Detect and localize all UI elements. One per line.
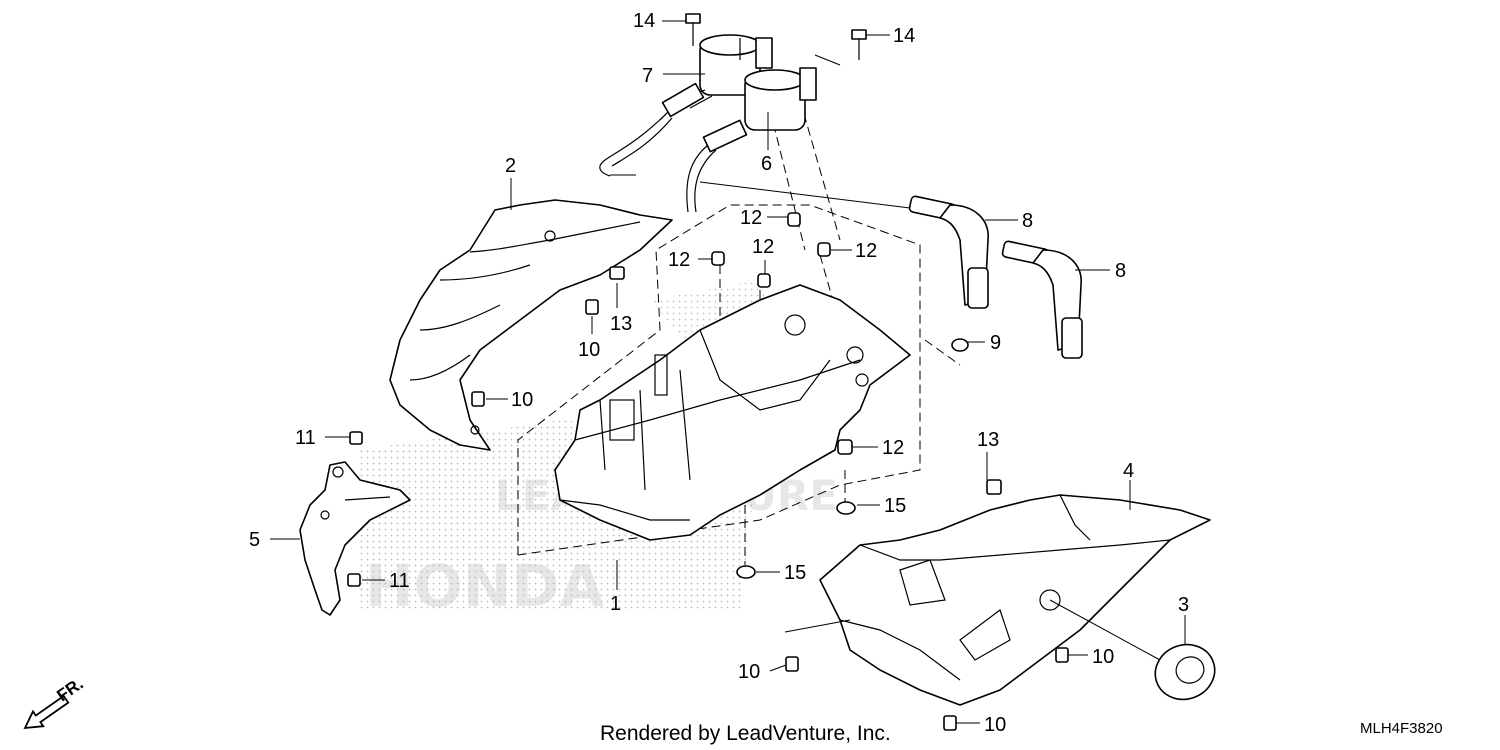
spark-plug-cap-8-upper[interactable] xyxy=(908,195,989,309)
grommet-15-b[interactable] xyxy=(736,565,756,579)
callout-3[interactable]: 3 xyxy=(1178,594,1189,616)
callout-13-lower[interactable]: 13 xyxy=(977,429,999,451)
callout-8-upper[interactable]: 8 xyxy=(1022,210,1033,232)
rubber-grommet-3[interactable] xyxy=(1148,636,1223,707)
clip-10-a[interactable] xyxy=(585,299,599,315)
callout-10-c[interactable]: 10 xyxy=(738,661,760,683)
front-direction-indicator: FR. xyxy=(23,674,87,730)
bolt-13-lower[interactable] xyxy=(986,479,1002,495)
grommet-12-c[interactable] xyxy=(817,242,831,257)
callout-9[interactable]: 9 xyxy=(990,332,1001,354)
callout-5[interactable]: 5 xyxy=(249,529,260,551)
clip-10-b[interactable] xyxy=(471,391,485,407)
callout-7[interactable]: 7 xyxy=(642,65,653,87)
spark-plug-cap-8-lower[interactable] xyxy=(1001,240,1083,359)
callout-4[interactable]: 4 xyxy=(1123,460,1134,482)
front-arrow-icon xyxy=(23,694,70,730)
grommet-12-a[interactable] xyxy=(787,212,801,227)
under-cowl-4[interactable] xyxy=(819,494,1211,706)
clip-10-c[interactable] xyxy=(785,656,799,672)
callouts: 14 14 7 6 2 8 8 12 12 12 12 12 13 13 10 … xyxy=(249,10,1189,736)
callout-8-lower[interactable]: 8 xyxy=(1115,260,1126,282)
callout-12-lower[interactable]: 12 xyxy=(882,437,904,459)
callout-14-left[interactable]: 14 xyxy=(633,10,655,32)
callout-15-lower[interactable]: 15 xyxy=(784,562,806,584)
ignition-coil-6[interactable] xyxy=(686,67,817,213)
callout-1[interactable]: 1 xyxy=(610,593,621,615)
callout-12-left[interactable]: 12 xyxy=(668,249,690,271)
callout-13-upper[interactable]: 13 xyxy=(610,313,632,335)
grommet-12-d[interactable] xyxy=(757,273,771,288)
grommet-12-e[interactable] xyxy=(837,439,853,455)
callout-11-lower[interactable]: 11 xyxy=(389,570,410,592)
screw-11-upper[interactable] xyxy=(349,431,363,445)
screw-11-lower[interactable] xyxy=(347,573,361,587)
bolt-14-left[interactable] xyxy=(685,13,701,46)
callout-15-upper[interactable]: 15 xyxy=(884,495,906,517)
tray-1[interactable] xyxy=(554,284,911,541)
render-credit: Rendered by LeadVenture, Inc. xyxy=(600,722,891,745)
callout-12-mid[interactable]: 12 xyxy=(752,236,774,258)
bolt-13-upper[interactable] xyxy=(609,266,625,280)
callout-2[interactable]: 2 xyxy=(505,155,516,177)
side-cover-2[interactable] xyxy=(389,199,673,451)
callout-10-a[interactable]: 10 xyxy=(578,339,600,361)
diagram-code: MLH4F3820 xyxy=(1360,720,1443,737)
callout-12-right[interactable]: 12 xyxy=(855,240,877,262)
clip-10-d[interactable] xyxy=(1055,647,1069,663)
leader-lines xyxy=(270,20,1186,724)
callout-10-e[interactable]: 10 xyxy=(984,714,1006,736)
bracket-5[interactable] xyxy=(299,461,411,616)
rivet-9[interactable] xyxy=(951,338,969,352)
clip-10-e[interactable] xyxy=(943,715,957,731)
callout-10-b[interactable]: 10 xyxy=(511,389,533,411)
callout-11-upper[interactable]: 11 xyxy=(295,427,316,449)
callout-10-d[interactable]: 10 xyxy=(1092,646,1114,668)
callout-12-top[interactable]: 12 xyxy=(740,207,762,229)
callout-14-right[interactable]: 14 xyxy=(893,25,915,47)
svg-text:HONDA: HONDA xyxy=(365,552,605,620)
bolt-14-right[interactable] xyxy=(851,29,867,60)
grommet-15-a[interactable] xyxy=(836,501,856,515)
grommet-12-b[interactable] xyxy=(711,251,725,266)
callout-6[interactable]: 6 xyxy=(761,153,772,175)
